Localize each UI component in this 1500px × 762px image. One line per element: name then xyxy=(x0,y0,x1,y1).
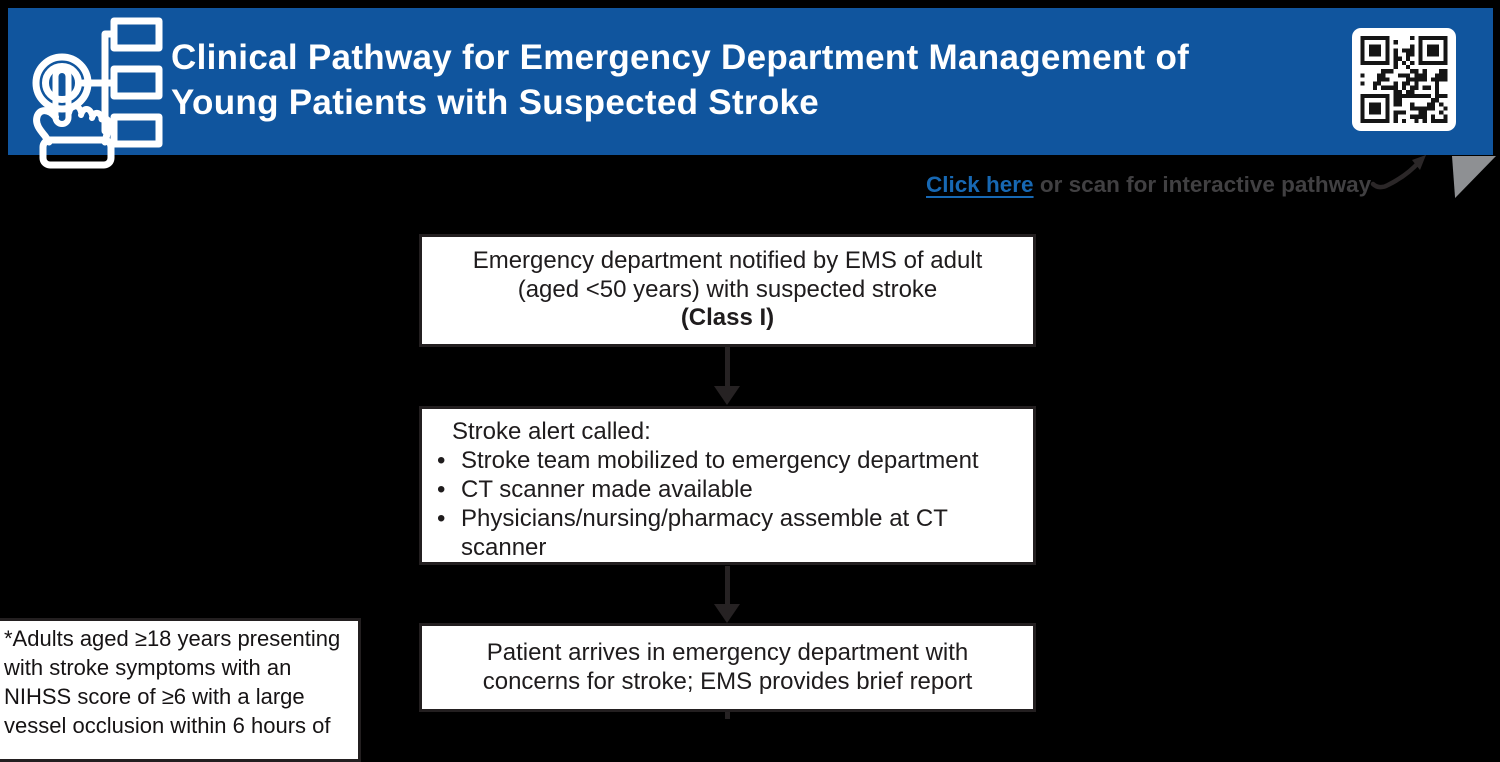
header-banner: Clinical Pathway for Emergency Departmen… xyxy=(8,8,1493,169)
page-title: Clinical Pathway for Emergency Departmen… xyxy=(171,35,1189,125)
box-text-line: concerns for stroke; EMS provides brief … xyxy=(482,667,973,695)
flow-box-stroke-alert: Stroke alert called: Stroke team mobiliz… xyxy=(419,406,1036,565)
footnote-box: *Adults aged ≥18 years presenting with s… xyxy=(0,618,361,762)
footnote-line: vessel occlusion within 6 hours of xyxy=(4,713,331,738)
curved-arrow-icon xyxy=(1370,155,1426,190)
box-text-line: (aged <50 years) with suspected stroke xyxy=(517,275,938,303)
flow-arrow-down xyxy=(725,347,730,386)
class-of-recommendation: (Class I) xyxy=(680,304,775,331)
flow-arrow-down xyxy=(725,566,730,604)
corner-fold-triangle xyxy=(1452,156,1496,198)
footnote-line: *Adults aged ≥18 years presenting xyxy=(4,626,341,651)
bullet-item: Stroke team mobilized to emergency depar… xyxy=(422,446,1027,475)
cta-line: Click here or scan for interactive pathw… xyxy=(926,172,1371,198)
flow-box-patient-arrival: Patient arrives in emergency department … xyxy=(419,623,1036,712)
flow-arrowhead xyxy=(714,386,740,405)
cta-text-after: or scan for interactive pathway xyxy=(1039,172,1372,197)
flow-arrow-stub xyxy=(725,712,730,719)
box-heading: Stroke alert called: xyxy=(452,418,651,445)
flow-box-ems-notification: Emergency department notified by EMS of … xyxy=(419,234,1036,347)
page-title-line2: Young Patients with Suspected Stroke xyxy=(171,83,820,122)
touch-flowchart-icon xyxy=(32,17,163,169)
click-here-link[interactable]: Click here xyxy=(926,172,1034,197)
bullet-list: Stroke team mobilized to emergency depar… xyxy=(422,446,1027,562)
bullet-item: Physicians/nursing/pharmacy assemble at … xyxy=(422,504,1027,562)
box-text-line: Patient arrives in emergency department … xyxy=(486,639,969,666)
footnote-line: with stroke symptoms with an xyxy=(4,655,292,680)
bullet-item: CT scanner made available xyxy=(422,475,1027,504)
footnote-line: NIHSS score of ≥6 with a large xyxy=(4,684,305,709)
page-title-line1: Clinical Pathway for Emergency Departmen… xyxy=(171,38,1190,77)
box-text-line: Emergency department notified by EMS of … xyxy=(472,247,983,274)
flow-arrowhead xyxy=(714,604,740,623)
qr-code-icon xyxy=(1352,28,1456,131)
